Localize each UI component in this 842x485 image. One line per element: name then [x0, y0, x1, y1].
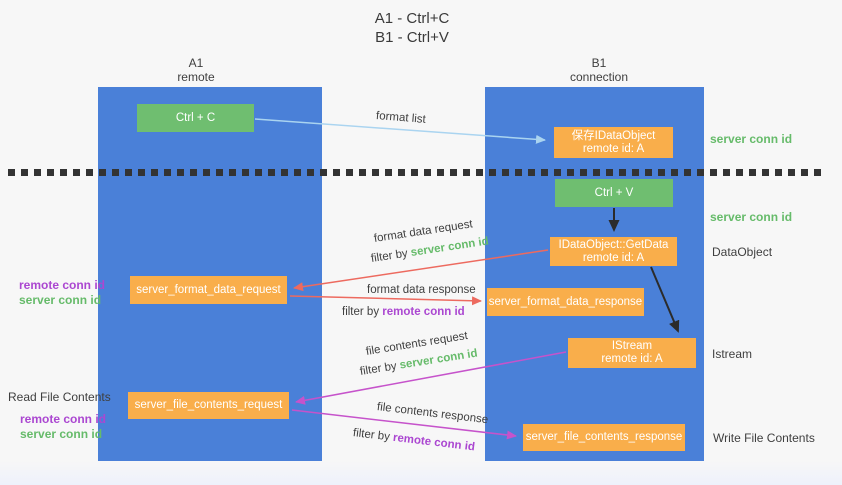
istream-box: IStream remote id: A	[568, 338, 696, 368]
server-conn-id-label-top: server conn id	[710, 132, 793, 146]
column-header-a1: A1 remote	[136, 56, 256, 84]
file-contents-response-label: file contents response	[376, 401, 489, 427]
server-file-contents-response-box: server_file_contents_response	[523, 424, 685, 451]
filter-by-text: filter by	[370, 247, 412, 265]
istream-line1: IStream	[611, 340, 653, 352]
title-line-a1: A1 - Ctrl+C	[374, 10, 450, 27]
diagram-title: A1 - Ctrl+C B1 - Ctrl+V	[0, 9, 824, 47]
column-b1-name: B1	[591, 56, 607, 70]
column-a1-name: A1	[188, 56, 204, 70]
dataobject-label: DataObject	[712, 245, 773, 259]
session-divider-dashed-line	[8, 169, 825, 176]
server-format-data-request-label: server_format_data_request	[136, 283, 281, 296]
write-file-contents-label: Write File Contents	[713, 431, 815, 445]
idataobject-getdata-box: IDataObject::GetData remote id: A	[550, 237, 677, 266]
conn-id-legend-upper: remote conn id server conn id	[19, 278, 105, 308]
server-conn-id-label-lower: server conn id	[20, 427, 103, 441]
server-file-contents-request-box: server_file_contents_request	[128, 392, 289, 419]
filter-by-remote-conn-id-label-1: filter by remote conn id	[342, 306, 465, 318]
server-file-contents-response-label: server_file_contents_response	[525, 431, 683, 443]
remote-conn-id-label-lower: remote conn id	[20, 412, 107, 426]
server-conn-id-inline: server conn id	[398, 347, 479, 372]
conn-id-legend-lower: remote conn id server conn id	[20, 412, 106, 442]
server-format-data-response-box: server_format_data_response	[487, 288, 644, 316]
filter-by-text: filter by	[359, 359, 401, 378]
server-conn-id-inline: server conn id	[409, 235, 490, 259]
server-format-data-request-box: server_format_data_request	[130, 276, 287, 304]
istream-side-label: Istream	[712, 347, 753, 361]
remote-conn-id-inline: remote conn id	[392, 431, 476, 454]
getdata-line1: IDataObject::GetData	[558, 238, 669, 251]
server-file-contents-request-label: server_file_contents_request	[134, 399, 283, 411]
save-idataobject-line2: remote id: A	[582, 142, 645, 155]
filter-by-text: filter by	[352, 427, 394, 444]
column-a1-subtitle: remote	[177, 70, 215, 84]
ctrl-c-box: Ctrl + C	[137, 104, 254, 132]
istream-line2: remote id: A	[601, 353, 663, 365]
title-line-b1: B1 - Ctrl+V	[375, 29, 449, 46]
remote-conn-id-inline: remote conn id	[382, 306, 465, 318]
ctrl-v-box: Ctrl + V	[555, 179, 673, 207]
getdata-line2: remote id: A	[582, 251, 645, 264]
column-b1-subtitle: connection	[569, 70, 629, 84]
column-header-b1: B1 connection	[539, 56, 659, 84]
server-conn-id-label-mid: server conn id	[710, 210, 793, 224]
server-conn-id-label-upper: server conn id	[19, 293, 102, 307]
remote-conn-id-label-upper: remote conn id	[19, 278, 106, 292]
server-format-data-response-label: server_format_data_response	[488, 295, 643, 308]
read-file-contents-label: Read File Contents	[8, 390, 111, 404]
filter-by-remote-conn-id-label-2: filter by remote conn id	[352, 427, 475, 453]
save-idataobject-box: 保存IDataObject remote id: A	[554, 127, 673, 158]
format-data-response-label: format data response	[367, 284, 476, 296]
format-list-label: format list	[375, 110, 427, 126]
ctrl-v-label: Ctrl + V	[594, 186, 634, 199]
filter-by-text: filter by	[342, 306, 383, 318]
ctrl-c-label: Ctrl + C	[175, 111, 216, 124]
save-idataobject-line1: 保存IDataObject	[571, 129, 656, 142]
